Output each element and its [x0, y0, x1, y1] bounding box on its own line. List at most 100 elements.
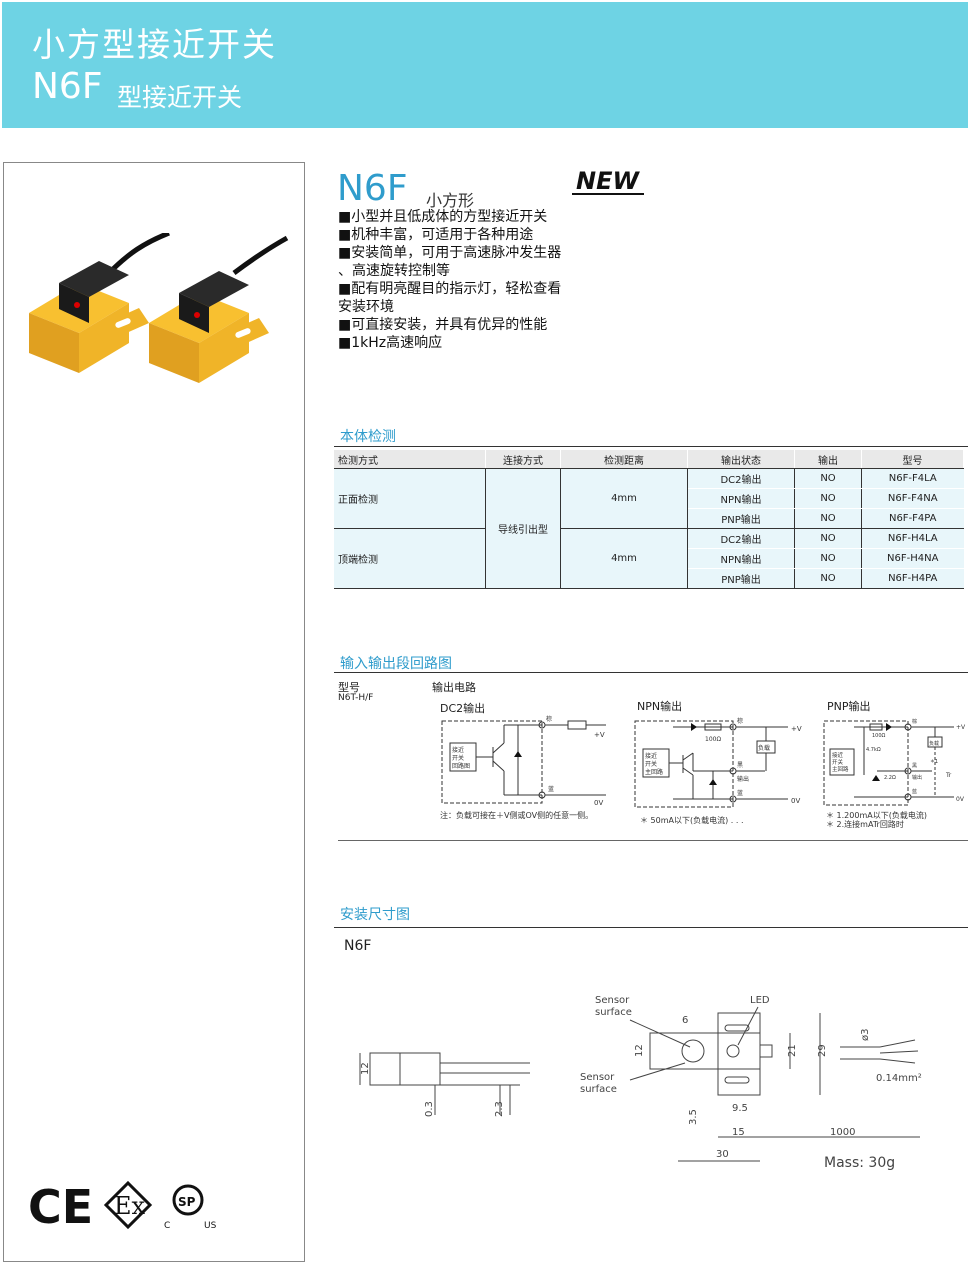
model-cell: N6F-F4NA [861, 488, 964, 509]
svg-text:Tr: Tr [945, 772, 952, 779]
svg-text:100Ω: 100Ω [872, 733, 886, 739]
col-header: 检测方式 [334, 450, 486, 469]
svg-text:NEW: NEW [576, 167, 640, 195]
svg-text:开关: 开关 [645, 760, 657, 768]
dc2-title: DC2输出 [440, 702, 486, 715]
svg-text:1000: 1000 [830, 1127, 855, 1138]
svg-text:棕: 棕 [912, 718, 917, 725]
product-photo [29, 233, 289, 383]
svg-text:输出: 输出 [737, 775, 749, 783]
csa-mark: SP C US [164, 1184, 217, 1231]
certification-marks: CE Ex SP C US [28, 1180, 217, 1234]
output-cell: NO [794, 488, 862, 509]
svg-text:＊1: ＊1 [930, 759, 938, 765]
svg-text:30: 30 [716, 1149, 729, 1160]
section-divider [338, 840, 968, 841]
svg-text:29: 29 [817, 1044, 828, 1057]
model-value: N6T-H/F [338, 693, 374, 703]
feature-item: ■可直接安装，并具有优异的性能 [338, 317, 548, 333]
feature-item: 安装环境 [338, 299, 394, 315]
model-cell: N6F-H4LA [861, 528, 964, 549]
npn-title: NPN输出 [637, 700, 683, 713]
svg-text:21: 21 [787, 1044, 798, 1057]
svg-text:12: 12 [360, 1062, 371, 1075]
svg-text:C: C [164, 1221, 170, 1231]
npn-circuit-diagram: 接近 开关 主回路 100Ω 负载 棕 黑 输出 蓝 +V 0V [634, 717, 802, 808]
connection-cell: 导线引出型 [485, 468, 561, 589]
svg-text:0V: 0V [791, 797, 800, 805]
svg-text:0V: 0V [956, 796, 965, 803]
side-view: 12 0.3 2.3 [359, 1052, 530, 1117]
model-cell: N6F-H4PA [861, 568, 964, 589]
svg-text:Mass: 30g: Mass: 30g [824, 1155, 895, 1171]
svg-text:2.3: 2.3 [494, 1101, 505, 1117]
dimensions-section-title: 安装尺寸图 [340, 907, 410, 923]
feature-item: ■安装简单，可用于高速脉冲发生器 [338, 245, 562, 261]
output-circuit-label: 输出电路 [432, 681, 476, 694]
svg-text:3.5: 3.5 [688, 1109, 699, 1125]
section-divider [334, 672, 968, 673]
svg-text:蓝: 蓝 [737, 789, 743, 797]
col-header: 输出 [794, 450, 862, 469]
feature-list: ■小型并且低成体的方型接近开关 ■机种丰富，可适用于各种用途 ■安装简单，可用于… [338, 208, 593, 352]
col-header: 连接方式 [485, 450, 561, 469]
svg-text:surface: surface [595, 1007, 632, 1018]
svg-text:Sensor: Sensor [595, 995, 630, 1006]
svg-text:Ex: Ex [114, 1192, 146, 1220]
product-model: N6F [337, 168, 408, 209]
svg-text:输出: 输出 [912, 774, 922, 781]
output-cell: NO [794, 548, 862, 569]
feature-item: ■配有明亮醒目的指示灯，轻松查看 [338, 281, 562, 297]
svg-text:蓝: 蓝 [912, 788, 917, 795]
state-cell: PNP输出 [687, 508, 795, 529]
detection-section-title: 本体检测 [340, 429, 396, 445]
state-cell: DC2输出 [687, 468, 795, 489]
svg-text:LED: LED [750, 995, 770, 1006]
dc2-circuit-diagram: 接近 开关 回路图 棕 蓝 +V 0V [441, 715, 606, 807]
header-model: N6F [32, 66, 103, 107]
col-header: 输出状态 [687, 450, 795, 469]
svg-text:100Ω: 100Ω [705, 736, 721, 743]
svg-text:SP: SP [178, 1195, 196, 1209]
pnp-note-1: ＊ 1.200mA以下(负载电流) [826, 811, 927, 820]
header-subtitle: 型接近开关 [117, 83, 243, 112]
svg-text:棕: 棕 [737, 717, 743, 725]
product-shape: 小方形 [426, 191, 475, 210]
ce-mark: CE [28, 1180, 93, 1234]
svg-text:接近: 接近 [645, 752, 657, 760]
section-divider [334, 446, 968, 447]
distance-cell: 4mm [560, 468, 688, 529]
svg-text:接近: 接近 [452, 746, 464, 754]
dimension-drawing: 12 0.3 2.3 Sensor surface Sensor surface… [359, 995, 922, 1171]
svg-text:0.3: 0.3 [424, 1101, 435, 1117]
svg-text:US: US [204, 1221, 217, 1231]
circuit-section-title: 输入输出段回路图 [340, 656, 452, 672]
svg-text:Sensor: Sensor [580, 1072, 615, 1083]
page-header: 小方型接近开关 N6F 型接近开关 [2, 2, 968, 128]
svg-text:黑: 黑 [912, 763, 917, 769]
output-cell: NO [794, 468, 862, 489]
pnp-title: PNP输出 [827, 700, 871, 713]
model-cell: N6F-F4LA [861, 468, 964, 489]
table-row: 顶端检测 4mm DC2输出 NO N6F-H4LA [334, 528, 964, 589]
feature-item: 、高速旋转控制等 [338, 263, 450, 279]
product-photo-panel [3, 162, 305, 1262]
table-row: NPN输出 NO N6F-F4NA [334, 488, 964, 509]
model-label: 型号 [338, 681, 360, 694]
pnp-circuit-diagram: 接近 开关 主回路 100Ω 4.7kΩ 2.2Ω 负载 ＊1 Tr 棕 黑 输… [823, 718, 966, 806]
feature-item: ■1kHz高速响应 [338, 335, 443, 351]
state-cell: DC2输出 [687, 528, 795, 549]
svg-text:12: 12 [634, 1044, 645, 1057]
svg-text:ø3: ø3 [860, 1029, 871, 1041]
detection-table: 检测方式 连接方式 检测距离 输出状态 输出 型号 正面检测 导线引出型 4mm… [334, 450, 964, 589]
state-cell: NPN输出 [687, 548, 795, 569]
svg-text:回路图: 回路图 [452, 762, 470, 770]
svg-text:接近: 接近 [832, 751, 844, 759]
ex-mark: Ex [103, 1180, 153, 1230]
svg-text:蓝: 蓝 [548, 785, 554, 793]
section-divider [334, 927, 968, 928]
svg-text:主回路: 主回路 [832, 765, 849, 773]
header-title: 小方型接近开关 [32, 25, 277, 64]
state-cell: PNP输出 [687, 568, 795, 589]
method-cell: 顶端检测 [334, 528, 486, 589]
